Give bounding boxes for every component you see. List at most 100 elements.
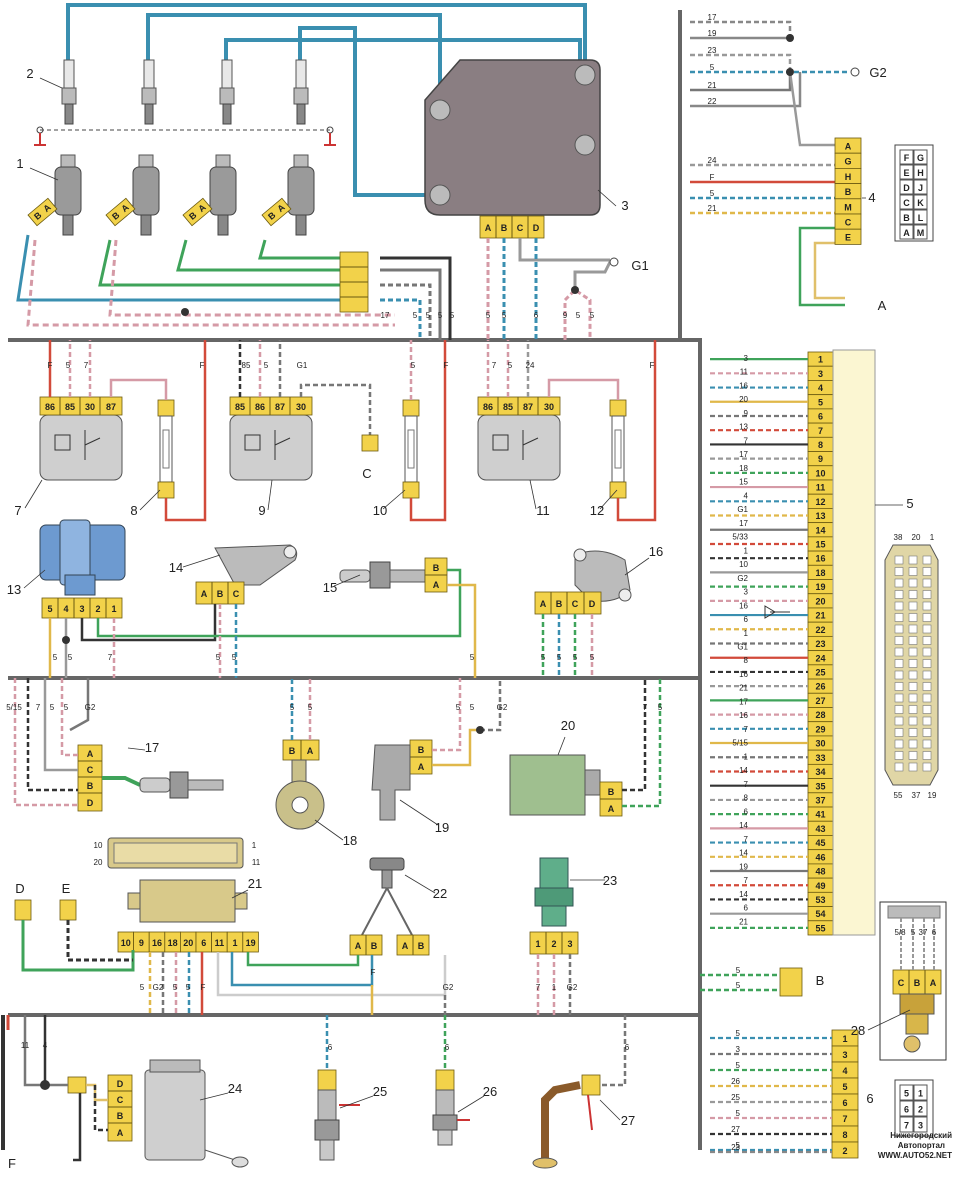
svg-text:B: B bbox=[816, 973, 825, 988]
svg-text:A: A bbox=[117, 1128, 124, 1138]
ecu-pin-label: 1 bbox=[818, 355, 823, 365]
ecu-socket-hole bbox=[908, 728, 918, 737]
ecu-wire-label: 16 bbox=[739, 601, 748, 610]
svg-text:5: 5 bbox=[413, 311, 418, 320]
sensor-row2-labels: 5 5 7 5 5 5 5 5 5 5 bbox=[53, 653, 595, 662]
svg-text:37: 37 bbox=[912, 791, 921, 800]
dash-legend-label: L bbox=[918, 213, 924, 223]
svg-text:C: C bbox=[517, 223, 524, 233]
ecu-pin-label: 55 bbox=[815, 923, 825, 933]
dash-pin-label: E bbox=[845, 233, 851, 243]
h6-legend-label: 7 bbox=[904, 1121, 909, 1131]
svg-text:37: 37 bbox=[919, 928, 928, 937]
spark-plug bbox=[293, 59, 309, 125]
svg-text:5: 5 bbox=[541, 653, 546, 662]
svg-text:A: A bbox=[540, 599, 547, 609]
component-number: 25 bbox=[373, 1084, 387, 1099]
ecu-wire-label: 4 bbox=[744, 491, 749, 500]
ecu-socket-hole bbox=[922, 693, 932, 703]
svg-text:E: E bbox=[62, 881, 71, 896]
component-number: 28 bbox=[851, 1023, 865, 1038]
h6-wire-label: 27 bbox=[731, 1125, 740, 1134]
svg-text:5/15: 5/15 bbox=[6, 703, 22, 712]
ecu-pin-label: 41 bbox=[815, 810, 825, 820]
ecu-pin-label: 34 bbox=[815, 767, 825, 777]
svg-text:5: 5 bbox=[173, 983, 178, 992]
ecu-wire-label: G2 bbox=[737, 574, 748, 583]
ignition-module-wiring bbox=[486, 238, 619, 340]
dash-legend-label: C bbox=[903, 198, 910, 208]
ecu-pin-label: 49 bbox=[815, 881, 825, 891]
oxygen-sensor-17: A C B D bbox=[77, 744, 224, 812]
dash-legend-label: E bbox=[903, 168, 909, 178]
fuse-12 bbox=[609, 399, 627, 499]
ecu-wire-label: 3 bbox=[744, 354, 749, 363]
dash-pin-label: C bbox=[845, 218, 852, 228]
ecu-pin-label: 35 bbox=[815, 781, 825, 791]
svg-text:G2: G2 bbox=[443, 983, 454, 992]
harness-frame bbox=[8, 10, 702, 1150]
component-number: 8 bbox=[130, 503, 137, 518]
ecu-pin-label: 5 bbox=[818, 397, 823, 407]
diag-pin-label: 6 bbox=[201, 938, 206, 948]
ecu-socket-hole bbox=[894, 670, 904, 680]
h6-legend-label: 5 bbox=[904, 1089, 909, 1099]
h6-pin-label: 7 bbox=[842, 1114, 847, 1124]
svg-text:F: F bbox=[444, 361, 449, 370]
component-number: 3 bbox=[621, 198, 628, 213]
svg-text:B: B bbox=[117, 1111, 124, 1121]
ecu-socket-hole bbox=[894, 682, 904, 691]
callout-leader bbox=[24, 479, 43, 509]
svg-text:B: B bbox=[608, 787, 615, 797]
svg-text:A: A bbox=[275, 202, 287, 214]
ecu-wire-label: 1 bbox=[744, 629, 749, 638]
oxygen-sensor-15: B A bbox=[339, 557, 448, 593]
ecu-wire-label: 21 bbox=[739, 684, 748, 693]
ecu-socket-hole bbox=[894, 739, 904, 749]
dash-legend-label: D bbox=[903, 183, 910, 193]
svg-text:WWW.AUTO52.NET: WWW.AUTO52.NET bbox=[878, 1151, 952, 1160]
svg-text:5: 5 bbox=[590, 653, 595, 662]
component-number: 22 bbox=[433, 886, 447, 901]
dash-legend-cell bbox=[899, 194, 914, 210]
ecu-socket-hole bbox=[922, 624, 932, 634]
ecu-wire-label: 5/15 bbox=[732, 739, 748, 748]
svg-text:3: 3 bbox=[567, 939, 572, 949]
h6-wire-label: 23 bbox=[731, 1143, 740, 1152]
ecu-socket-hole bbox=[908, 636, 918, 645]
ecu-socket-hole bbox=[894, 762, 904, 772]
ecu-wire-label: 13 bbox=[739, 423, 748, 432]
component-number: 19 bbox=[435, 820, 449, 835]
ecu-pin-label: 28 bbox=[815, 710, 825, 720]
injector bbox=[132, 154, 160, 236]
svg-text:G1: G1 bbox=[631, 258, 648, 273]
svg-text:F: F bbox=[48, 361, 53, 370]
dash-legend-cell bbox=[913, 149, 928, 165]
component-number: 26 bbox=[483, 1084, 497, 1099]
ecu-pin-label: 9 bbox=[818, 454, 823, 464]
svg-text:G2: G2 bbox=[85, 703, 96, 712]
svg-text:G2: G2 bbox=[153, 983, 164, 992]
ecu-socket-hole bbox=[894, 578, 904, 588]
svg-text:55: 55 bbox=[894, 791, 903, 800]
dash-legend-label: H bbox=[917, 168, 924, 178]
svg-text:5: 5 bbox=[573, 653, 578, 662]
svg-text:5: 5 bbox=[66, 361, 71, 370]
ecu-socket-hole bbox=[894, 567, 904, 576]
svg-text:5: 5 bbox=[411, 361, 416, 370]
h6-legend-cell bbox=[913, 1116, 928, 1133]
spark-plug bbox=[219, 59, 235, 125]
point-c: C bbox=[361, 434, 379, 481]
injector-connector: B A bbox=[105, 197, 136, 227]
svg-text:5: 5 bbox=[470, 703, 475, 712]
ground-labels: G2 G1 A bbox=[631, 65, 886, 313]
ecu-socket-hole bbox=[908, 624, 918, 634]
svg-text:21: 21 bbox=[708, 81, 717, 90]
dash-pin bbox=[834, 228, 862, 245]
svg-text:9: 9 bbox=[563, 311, 568, 320]
ecu-socket-hole bbox=[922, 636, 932, 645]
svg-text:87: 87 bbox=[275, 402, 285, 412]
throttle-position-sensor: A B C bbox=[195, 544, 298, 605]
svg-text:7: 7 bbox=[536, 983, 541, 992]
